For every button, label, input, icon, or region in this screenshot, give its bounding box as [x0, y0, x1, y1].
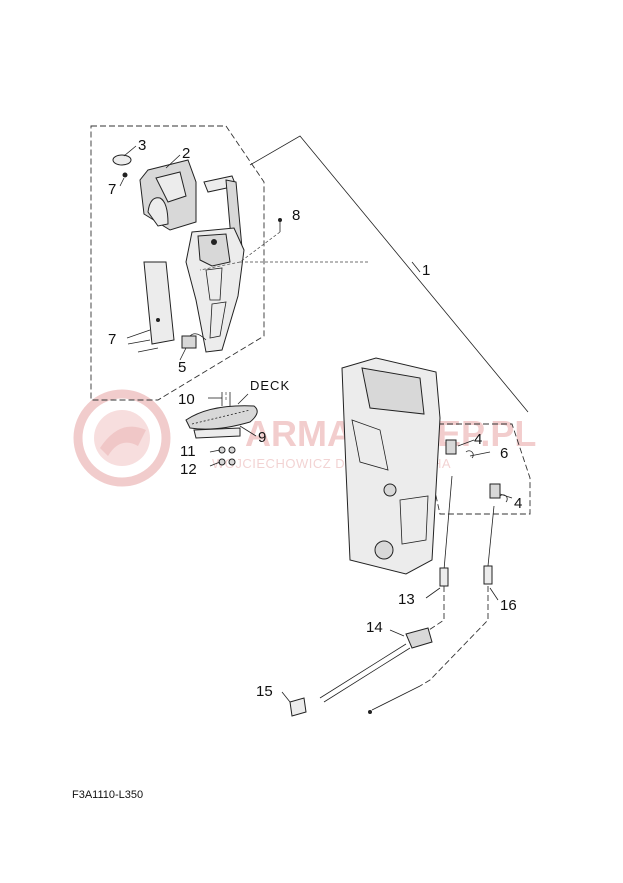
callout-11: 11 — [180, 443, 196, 460]
callout-13: 13 — [398, 591, 415, 608]
callout-8: 8 — [292, 207, 300, 224]
screw-7-top — [122, 172, 128, 178]
cable-16-end — [368, 685, 421, 714]
callout-10: 10 — [178, 391, 195, 408]
link-part-upper — [445, 439, 457, 455]
callout-9: 9 — [258, 429, 266, 446]
callout-15: 15 — [256, 683, 273, 700]
cover-part — [139, 159, 197, 231]
screw-7-lower — [127, 339, 159, 353]
part-1-bracket — [249, 135, 529, 413]
switch-part — [181, 333, 207, 349]
callout-4-upper: 4 — [474, 431, 482, 448]
cable-15-part — [289, 643, 411, 717]
screw-8-part — [278, 218, 282, 232]
callout-2: 2 — [182, 145, 190, 162]
deck-plate-part — [185, 405, 258, 439]
cable-16-connection — [419, 586, 489, 687]
watermark: ARMA-SKLEP.PL WOJCIECHOWICZ DEALER YAMAH… — [73, 389, 536, 487]
watermark-logo-icon — [73, 389, 171, 487]
link-part-lower — [489, 483, 501, 499]
control-body — [185, 227, 245, 353]
callout-7-lower: 7 — [108, 331, 116, 348]
nut-11-part — [218, 446, 236, 454]
callout-16: 16 — [500, 597, 517, 614]
callout-4-lower: 4 — [514, 495, 522, 512]
link-parts-outline — [419, 423, 531, 515]
leader-lines — [119, 145, 513, 703]
callout-12: 12 — [180, 461, 197, 478]
callout-1: 1 — [422, 262, 430, 279]
rod-16-part — [483, 505, 495, 585]
screw-10-part — [221, 392, 231, 406]
rod-13-part — [439, 475, 453, 587]
cable-end-14-part — [405, 627, 433, 649]
diagram-code: F3A1110-L350 — [72, 789, 143, 801]
callout-6: 6 — [500, 445, 508, 462]
mounting-plate — [143, 261, 175, 345]
nut-12-part — [218, 458, 236, 466]
cap-part — [112, 154, 132, 166]
remote-control-box — [341, 357, 441, 575]
lever-assembly-outline — [90, 125, 265, 401]
callout-5: 5 — [178, 359, 186, 376]
cable-13-connection — [419, 586, 445, 637]
callout-14: 14 — [366, 619, 383, 636]
deck-label: DECK — [250, 378, 290, 393]
callout-7-upper: 7 — [108, 181, 116, 198]
callout-3: 3 — [138, 137, 146, 154]
